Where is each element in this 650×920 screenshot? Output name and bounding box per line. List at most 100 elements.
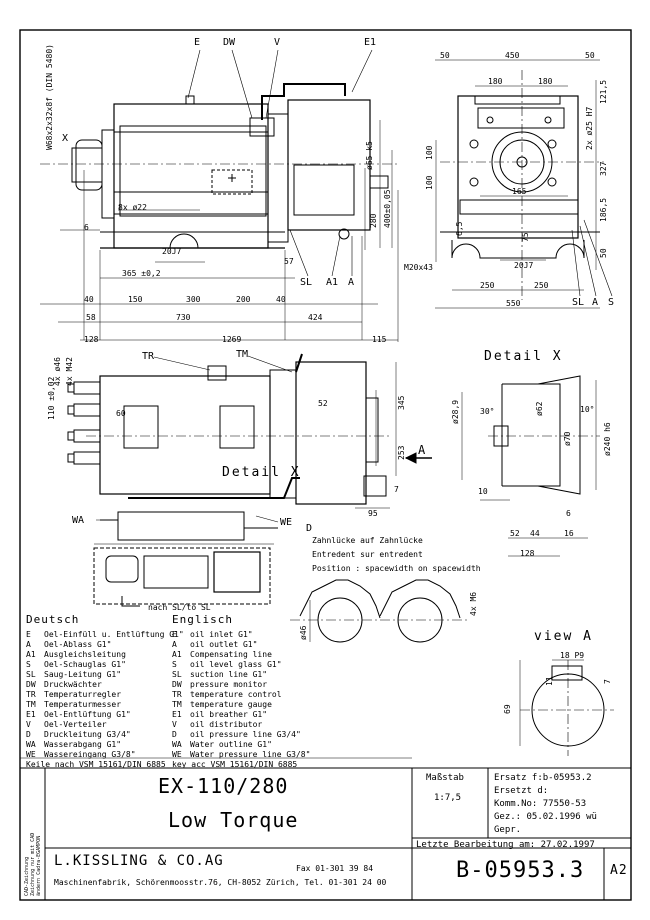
dim-32: 200: [236, 295, 251, 304]
dim-51: 30°: [480, 407, 495, 416]
dim-13: 280: [369, 213, 378, 228]
dim-22: 550: [506, 299, 521, 308]
callout-d: D: [306, 523, 313, 534]
callout-a: A: [348, 277, 355, 288]
tooth-note-de: Zahnlücke auf Zahnlücke: [312, 536, 423, 545]
legend-code-de: D: [26, 730, 31, 739]
dim-38: 1269: [222, 335, 242, 344]
legend-desc-de: Oel-Verteiler: [44, 720, 107, 729]
legend-en-title: Englisch: [172, 613, 233, 626]
schematic-note: nach SL/to SL: [148, 603, 211, 612]
legend-desc-en: temperature gauge: [190, 700, 272, 709]
legend-code-en: DW: [172, 680, 182, 689]
legend-de-title: Deutsch: [26, 613, 80, 626]
dim-61: 128: [520, 549, 535, 558]
legend-code-en: A: [172, 640, 177, 649]
legend-code-de: E: [26, 630, 31, 639]
dim-8: 327: [599, 161, 608, 176]
company-fax: Fax 01-301 39 84: [296, 864, 374, 873]
dim-59: 44: [530, 529, 540, 538]
callout-end-a: A: [592, 297, 599, 308]
dim-11: ø65 k5: [365, 141, 374, 170]
scale-label: Maßstab: [426, 773, 464, 783]
legend-desc-de: Druckleitung G3/4": [44, 730, 131, 739]
callout-a1: A1: [326, 277, 339, 288]
legend-code-en: E1: [172, 710, 182, 719]
dim-5: 180: [538, 77, 553, 86]
cad-note: CAD-Zeichnung Zeichnung nur mit CAD ände…: [24, 832, 42, 896]
legend-code-en: E: [172, 630, 177, 639]
legend-code-en: TM: [172, 700, 182, 709]
legend-desc-de: Temperaturmesser: [44, 700, 122, 709]
company-name: L.KISSLING & CO.AG: [54, 853, 224, 869]
dim-43: 110 ±0,02: [47, 376, 56, 420]
dim-9: 100: [425, 145, 434, 160]
dim-66: 7: [603, 679, 612, 684]
dim-33: 40: [276, 295, 286, 304]
tooth-note-en: Position : spacewidth on spacewidth: [312, 564, 481, 573]
legend-desc-en: oil pressure line G3/4": [190, 730, 301, 739]
sheet-size: A2: [610, 863, 628, 878]
legend-code-en: D: [172, 730, 177, 739]
legend-desc-de: Ausgleichsleitung: [44, 650, 126, 659]
dim-63: 4x M6: [469, 591, 478, 616]
callout-sl: SL: [300, 277, 313, 288]
dim-48: 7: [394, 485, 399, 494]
legend-code-de: WE: [26, 750, 36, 759]
checked: Gepr.: [494, 825, 522, 835]
dim-28: 365 ±0,2: [122, 269, 161, 278]
title-variant: Low Torque: [168, 808, 299, 832]
legend-desc-en: suction line G1": [190, 670, 268, 679]
detail-x-title: Detail X: [484, 349, 563, 364]
legend-desc-en: temperature control: [190, 690, 282, 699]
callout-v: V: [274, 37, 281, 48]
ersetzt: Ersetzt d:: [494, 786, 549, 796]
dim-16: 6,5: [455, 221, 464, 236]
dim-20: 250: [480, 281, 495, 290]
scale-value: 1:7,5: [434, 793, 462, 803]
title-model: EX-110/280: [158, 774, 289, 798]
tooth-note-fr: Entredent sur entredent: [312, 550, 423, 559]
legend-code-de: A: [26, 640, 31, 649]
legend-desc-en: pressure monitor: [190, 680, 268, 689]
dim-23: M20x43: [404, 263, 433, 272]
legend-code-en: WA: [172, 740, 182, 749]
callout-end-s: S: [608, 297, 615, 308]
legend-key-en: key acc VSM 15161/DIN 6885: [172, 760, 298, 769]
legend-desc-en: oil inlet G1": [190, 630, 253, 639]
legend-code-de: A1: [26, 650, 36, 659]
dim-46: 345: [397, 395, 406, 410]
dim-45: 52: [318, 399, 328, 408]
legend-desc-de: Druckwächter: [44, 680, 102, 689]
legend-code-de: TM: [26, 700, 36, 709]
legend-code-en: V: [172, 720, 177, 729]
detail-x-label: Detail X: [222, 465, 301, 480]
dim-53: 10°: [580, 405, 595, 414]
dim-6: 121,5: [599, 79, 608, 104]
dim-14: 165: [512, 187, 527, 196]
dim-52: ø62: [535, 401, 544, 416]
legend-code-en: A1: [172, 650, 182, 659]
dim-57: 6: [566, 509, 571, 518]
callout-tr: TR: [142, 351, 155, 362]
dim-7: 2x ø25 H7: [585, 106, 594, 150]
legend-desc-en: Water outline G1": [190, 740, 272, 749]
dim-21: 250: [534, 281, 549, 290]
drawn-date: Gez.: 05.02.1996 wü: [494, 812, 597, 822]
callout-x: X: [62, 133, 69, 144]
legend-code-en: WE: [172, 750, 182, 759]
dim-10: 100: [425, 175, 434, 190]
legend-desc-de: Wasserabgang G1": [44, 740, 122, 749]
dim-50: ø28,9: [451, 399, 460, 424]
legend-desc-de: Oel-Ablass G1": [44, 640, 112, 649]
legend-desc-de: Saug-Leitung G1": [44, 670, 122, 679]
legend-desc-en: oil breather G1": [190, 710, 268, 719]
arrow-a-label: A: [418, 443, 426, 457]
legend-desc-de: Oel-Schauglas G1": [44, 660, 126, 669]
legend-code-de: TR: [26, 690, 36, 699]
dim-12: 400±0,05: [383, 189, 392, 228]
legend-desc-de: Oel-Einfüll u. Entlüftung G1": [44, 630, 184, 639]
dim-44: 60: [116, 409, 126, 418]
dim-39: 115: [372, 335, 387, 344]
dim-30: 150: [128, 295, 143, 304]
